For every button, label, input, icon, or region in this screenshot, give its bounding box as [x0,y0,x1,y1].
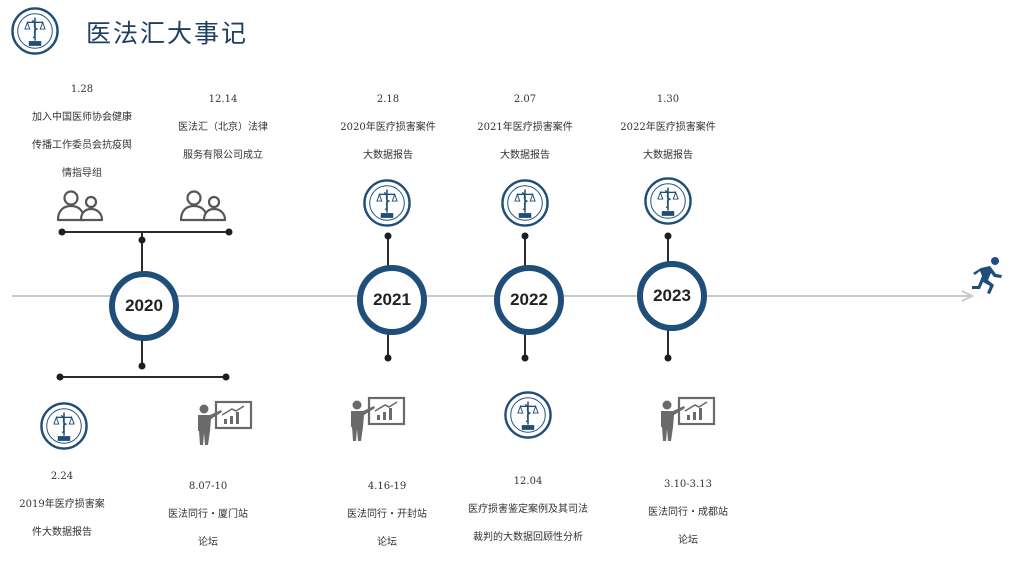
page-title: 医法汇大事记 [86,19,249,48]
bottom-event-3: 4.16-19 医法同行・开封站 论坛 [337,473,437,557]
event-date: 12.14 [208,94,238,105]
top-event-1: 1.28 加入中国医师协会健康 传播工作委员会抗疫舆 情指导组 [22,76,142,188]
event-line: 裁判的大数据回顾性分析 [473,532,583,543]
logo-icon [501,179,549,227]
event-line: 论坛 [377,537,397,548]
year-circle-2021: 2021 [357,265,427,335]
event-line: 大数据报告 [500,150,550,161]
event-line: 情指导组 [62,168,102,179]
presenter-icon [190,400,254,446]
event-date: 2.07 [513,94,537,105]
event-line: 2021年医疗损害案件 [477,122,573,133]
event-line: 医法同行・开封站 [347,509,427,520]
event-line: 服务有限公司成立 [183,150,263,161]
top-event-3: 2.18 2020年医疗损害案件 大数据报告 [338,86,438,170]
event-date: 8.07-10 [188,481,228,492]
bottom-event-5: 3.10-3.13 医法同行・成都站 论坛 [638,471,738,555]
event-line: 医法同行・厦门站 [168,509,248,520]
people-icon [54,189,106,223]
runner-icon [972,257,1002,294]
event-line: 医法同行・成都站 [648,507,728,518]
event-line: 医疗损害鉴定案例及其司法 [468,504,588,515]
event-date: 1.30 [656,94,680,105]
event-line: 论坛 [198,537,218,548]
bottom-event-2: 8.07-10 医法同行・厦门站 论坛 [158,473,258,557]
event-line: 2022年医疗损害案件 [620,122,716,133]
event-line: 2019年医疗损害案 [19,499,105,510]
event-date: 4.16-19 [367,481,407,492]
event-line: 加入中国医师协会健康 [32,112,132,123]
event-line: 医法汇（北京）法律 [178,122,268,133]
logo-icon [504,391,552,439]
event-line: 论坛 [678,535,698,546]
event-date: 1.28 [70,84,94,95]
logo-icon [644,177,692,225]
event-line: 2020年医疗损害案件 [340,122,436,133]
bottom-event-4: 12.04 医疗损害鉴定案例及其司法 裁判的大数据回顾性分析 [448,468,608,552]
event-date: 3.10-3.13 [664,479,712,490]
presenter-icon [653,396,717,442]
year-circle-2023: 2023 [637,261,707,331]
event-date: 2.24 [50,471,74,482]
event-date: 2.18 [376,94,400,105]
event-line: 大数据报告 [643,150,693,161]
year-circle-2022: 2022 [494,265,564,335]
top-event-4: 2.07 2021年医疗损害案件 大数据报告 [475,86,575,170]
event-date: 12.04 [513,476,543,487]
event-line: 大数据报告 [363,150,413,161]
people-icon [177,189,229,223]
logo-icon [40,402,88,450]
top-event-5: 1.30 2022年医疗损害案件 大数据报告 [618,86,718,170]
year-circle-2020: 2020 [109,271,179,341]
event-line: 传播工作委员会抗疫舆 [32,140,132,151]
bottom-event-1: 2.24 2019年医疗损害案 件大数据报告 [12,463,112,547]
event-line: 件大数据报告 [32,527,92,538]
presenter-icon [343,396,407,442]
top-event-2: 12.14 医法汇（北京）法律 服务有限公司成立 [163,86,283,170]
logo-icon [363,179,411,227]
